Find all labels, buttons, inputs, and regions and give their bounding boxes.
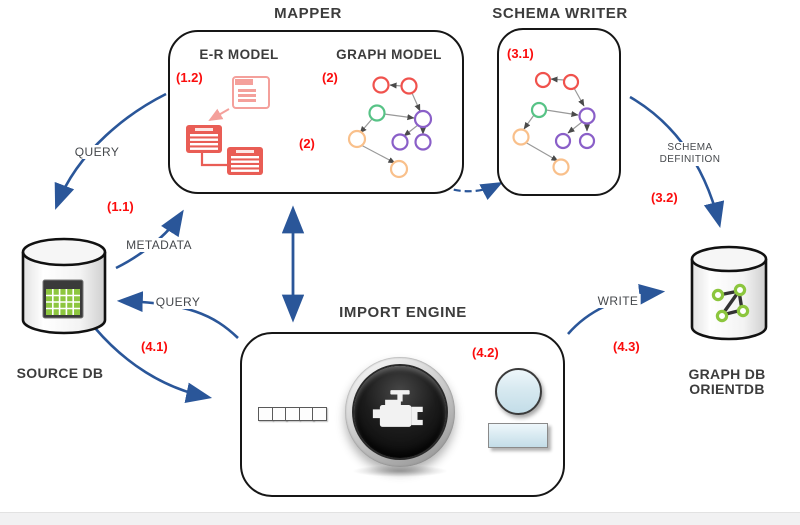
- engine-icon: [372, 390, 423, 427]
- step-2-model: (2): [322, 70, 338, 85]
- graph-db-label: GRAPH DB ORIENTDB: [688, 367, 765, 397]
- graph-node-purple: [578, 107, 596, 125]
- graph-node-red: [372, 76, 390, 94]
- source-db-cylinder: [21, 237, 107, 335]
- graph-db-line2: ORIENTDB: [689, 381, 765, 397]
- graph-icon: [711, 283, 750, 323]
- table-grid-icon: [42, 279, 84, 319]
- graph-node-green: [368, 104, 386, 122]
- er-connector: [200, 153, 227, 167]
- query-arrow-1-1: [54, 92, 167, 210]
- graph-db-line1: GRAPH DB: [688, 366, 766, 382]
- graph-model-title: GRAPH MODEL: [336, 47, 442, 62]
- graph-node-purple: [414, 133, 432, 151]
- graph-node-orange: [512, 128, 530, 146]
- mapper-title: MAPPER: [274, 5, 342, 22]
- schema-definition-label: SCHEMA DEFINITION: [657, 142, 723, 166]
- graph-model-diagram: [347, 76, 433, 179]
- graph-node-orange: [347, 129, 367, 149]
- horizontal-scrollbar[interactable]: [0, 512, 800, 525]
- schema-definition-line2: DEFINITION: [659, 154, 721, 165]
- step-4-2: (4.2): [472, 345, 499, 360]
- graph-node-red: [400, 77, 418, 95]
- table-icon-outline: [232, 76, 270, 109]
- source-db-label: SOURCE DB: [16, 365, 104, 381]
- query-arrow-4-1: [116, 291, 239, 339]
- queue-slots: [258, 407, 327, 421]
- graph-db-cylinder: [690, 245, 768, 341]
- step-2-arrow: (2): [299, 136, 315, 151]
- write-label: WRITE: [595, 294, 641, 308]
- table-icon-solid: [186, 125, 222, 153]
- step-1-2: (1.2): [176, 70, 203, 85]
- schema-definition-line1: SCHEMA: [667, 142, 713, 153]
- metadata-label: METADATA: [124, 238, 194, 252]
- graph-node-purple: [578, 132, 596, 150]
- engine-button-face: [354, 366, 446, 458]
- step-3-1: (3.1): [507, 46, 534, 61]
- record-circle-widget: [495, 368, 542, 415]
- graph-node-purple: [554, 132, 572, 150]
- graph-node-purple: [413, 109, 433, 129]
- query-import-label: QUERY: [153, 295, 203, 309]
- query-mapper-label: QUERY: [72, 145, 122, 159]
- source-to-import-arrow: [94, 327, 213, 404]
- graph-node-purple: [391, 133, 409, 151]
- step-3-2: (3.2): [651, 190, 678, 205]
- engine-button-shadow: [352, 465, 448, 477]
- schema-writer-title: SCHEMA WRITER: [492, 5, 628, 22]
- step-4-3: (4.3): [613, 339, 640, 354]
- queue-slot: [312, 407, 327, 421]
- record-rect-widget: [488, 423, 548, 448]
- graph-node-green: [530, 101, 548, 119]
- graph-node-orange: [552, 158, 570, 176]
- graph-node-red: [562, 73, 580, 91]
- schema-graph-diagram: [512, 71, 596, 176]
- mapper-to-schema-dashed-arrow: [423, 175, 503, 200]
- graph-node-orange: [389, 159, 409, 179]
- step-1-1: (1.1): [107, 199, 134, 214]
- er-model-title: E-R MODEL: [199, 47, 279, 62]
- engine-button: [345, 357, 455, 467]
- graph-node-red: [534, 71, 552, 89]
- table-icon-solid: [227, 147, 263, 175]
- import-engine-title: IMPORT ENGINE: [339, 304, 467, 321]
- er-internal-arrow: [208, 108, 230, 122]
- er-model-diagram: [186, 76, 270, 175]
- step-4-1: (4.1): [141, 339, 168, 354]
